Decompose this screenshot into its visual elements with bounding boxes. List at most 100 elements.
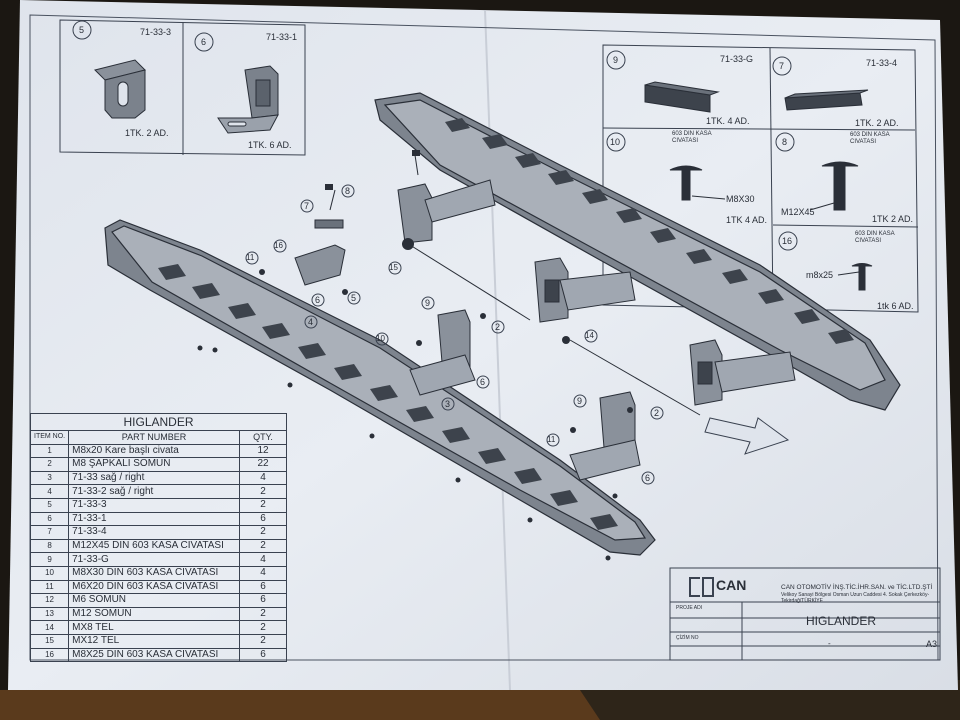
detail-10-number: 10: [610, 137, 621, 147]
cell-item: 9: [29, 552, 70, 567]
cell-part: M6 SOMUN: [68, 593, 240, 608]
callout-2a: 2: [495, 322, 501, 332]
detail-9-number: 9: [613, 55, 619, 65]
cell-qty: 4: [239, 470, 287, 486]
cell-qty: 6: [239, 647, 287, 663]
callout-14: 14: [585, 331, 594, 340]
parts-table-title: HIGLANDER: [30, 413, 287, 431]
detail-5-number: 5: [79, 25, 85, 35]
detail-7-qty: 1TK. 2 AD.: [855, 118, 899, 128]
cell-item: 1: [29, 443, 70, 459]
detail-6-code: 71-33-1: [266, 32, 298, 42]
callout-7: 7: [304, 201, 310, 211]
company-address: Velikoy Sanayi Bölgesi Osman Uzun Caddes…: [781, 592, 930, 604]
cell-part: MX12 TEL: [68, 633, 240, 649]
can-logo-mark: [689, 577, 714, 597]
callout-3: 3: [445, 399, 451, 409]
callout-6b: 6: [480, 377, 486, 387]
cell-part: M6X20 DIN 603 KASA CİVATASI: [68, 579, 240, 595]
bracket-71-33-1-drawing: [217, 65, 279, 134]
detail-16-heading: 603 DIN KASA CIVATASI: [855, 231, 895, 244]
callout-5: 5: [351, 293, 357, 303]
header-item: ITEM NO.: [29, 430, 70, 445]
cell-qty: 6: [239, 593, 287, 608]
dash-value: -: [828, 639, 831, 648]
detail-10-size: M8X30: [726, 194, 755, 204]
cell-part: 71-33-1: [68, 511, 240, 527]
cell-item: 12: [29, 593, 70, 608]
cell-part: M8 ŞAPKALI SOMUN: [68, 457, 240, 472]
assembly-lines: [329, 154, 701, 416]
running-board-upper: [374, 92, 901, 411]
cell-part: M8X30 DIN 603 KASA CİVATASI: [68, 565, 240, 581]
logo-text: CAN: [716, 577, 747, 593]
cell-part: 71-33-G: [68, 552, 240, 567]
callout-6c: 6: [645, 473, 651, 483]
cell-part: M8x20 Kare başlı civata: [68, 443, 240, 459]
project-label: PROJE ADI: [676, 605, 703, 611]
cell-part: M12X45 DIN 603 KASA CİVATASI: [68, 538, 240, 554]
detail-16-qty: 1tk 6 AD.: [877, 301, 914, 311]
cell-qty: 2: [239, 633, 287, 649]
cell-part: 71-33 sağ / right: [68, 470, 240, 486]
cell-qty: 2: [239, 620, 287, 635]
bolt-drawings: [669, 161, 873, 291]
cell-item: 3: [29, 470, 70, 486]
callout-2b: 2: [654, 408, 660, 418]
cell-item: 10: [29, 565, 70, 581]
cell-qty: 2: [239, 484, 287, 499]
callout-11b: 11: [547, 435, 556, 444]
upper-board-steps: [445, 118, 854, 344]
detail-8-heading: 603 DIN KASA CIVATASI: [850, 132, 890, 145]
cell-item: 7: [29, 525, 70, 540]
detail-9-code: 71-33-G: [720, 54, 754, 64]
detail-8-qty: 1TK 2 AD.: [872, 214, 914, 224]
cell-item: 6: [29, 511, 70, 527]
callout-16: 16: [274, 241, 283, 250]
cell-part: MX8 TEL: [68, 620, 240, 635]
sheet-size: A3: [926, 639, 938, 649]
cell-item: 4: [29, 484, 70, 499]
cell-qty: 22: [239, 457, 287, 472]
plate-drawings: [644, 81, 869, 113]
cell-part: 71-33-4: [68, 525, 240, 540]
cell-item: 14: [29, 620, 70, 635]
header-qty: QTY.: [239, 430, 287, 445]
detail-7-code: 71-33-4: [866, 58, 898, 68]
detail-6-number: 6: [201, 37, 207, 47]
title-block-frame: [669, 567, 941, 661]
callout-circles: [245, 184, 664, 485]
sheet-label: ÇİZİM NO: [676, 635, 699, 641]
detail-box-top-left: [59, 19, 306, 156]
detail-9-qty: 1TK. 4 AD.: [706, 116, 750, 126]
callout-10: 10: [376, 334, 385, 343]
detail-16-number: 16: [782, 236, 793, 246]
cell-qty: 6: [239, 579, 287, 595]
callout-4: 4: [308, 317, 314, 327]
cell-qty: 2: [239, 538, 287, 554]
detail-8-number: 8: [782, 137, 788, 147]
detail-10-heading: 603 DIN KASA CIVATASI: [672, 131, 712, 144]
company-name: CAN OTOMOTİV İNŞ.TİC.İHR.SAN. ve TİC.LTD…: [781, 584, 933, 591]
direction-arrow: [704, 417, 790, 455]
cell-item: 13: [29, 606, 70, 622]
detail-5-qty: 1TK. 2 AD.: [125, 128, 169, 138]
lower-board-steps: [158, 264, 618, 530]
cell-qty: 2: [239, 606, 287, 622]
detail-5-code: 71-33-3: [140, 27, 172, 37]
header-part: PART NUMBER: [68, 430, 240, 445]
cell-item: 2: [29, 457, 70, 472]
cell-qty: 6: [239, 511, 287, 527]
detail-8-size: M12X45: [781, 207, 815, 217]
